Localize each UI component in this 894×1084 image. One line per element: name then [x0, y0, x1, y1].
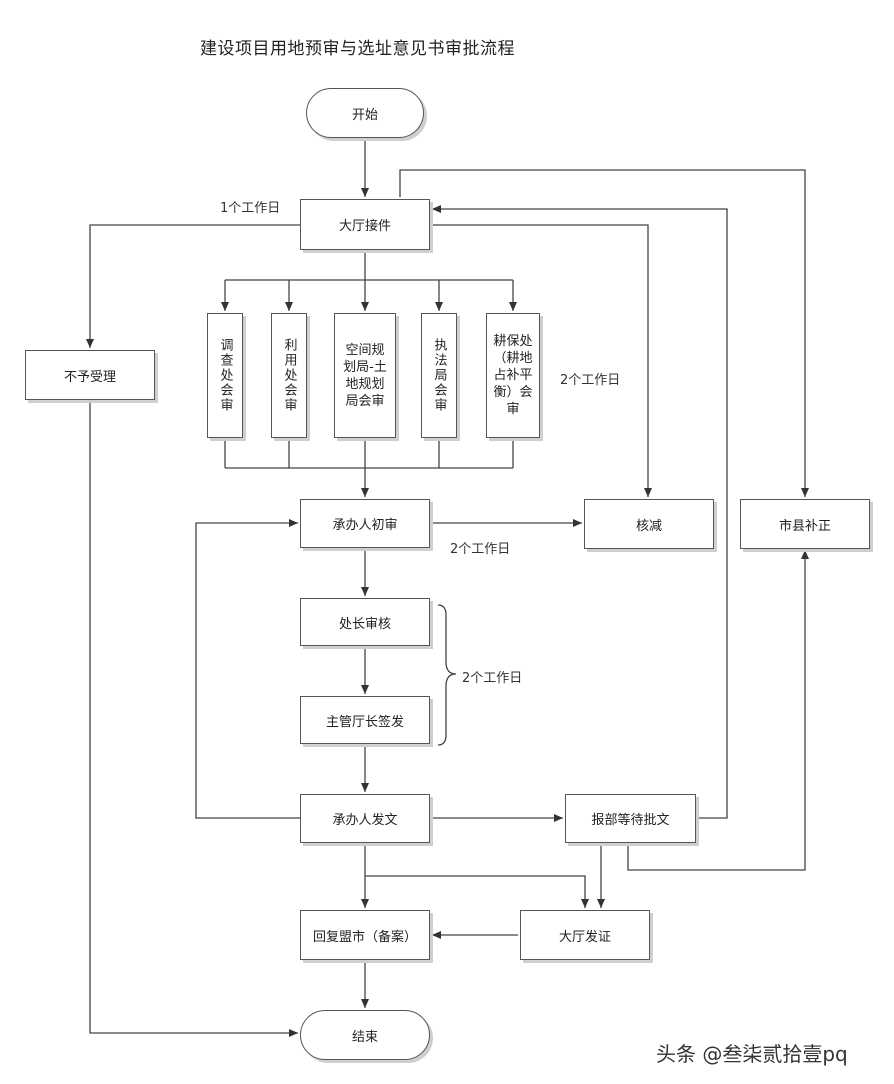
node-chief-sign[interactable]: 主管厅长签发: [300, 696, 430, 744]
page-title: 建设项目用地预审与选址意见书审批流程: [200, 39, 515, 59]
edge-hall-reject: [86, 224, 300, 348]
label-two-days-brace: 2个工作日: [462, 671, 523, 686]
edge-report-hall: [432, 205, 728, 819]
watermark: 头条 @叁柒贰拾壹pq: [656, 1042, 848, 1066]
label-two-days-hall-verify: 2个工作日: [560, 373, 621, 388]
edge-report-county: [627, 550, 809, 871]
node-director-review[interactable]: 处长审核: [300, 598, 430, 646]
label-two-days-initial: 2个工作日: [450, 542, 511, 557]
edge-reject-end: [89, 400, 298, 1037]
node-hall-receive[interactable]: 大厅接件: [300, 199, 430, 250]
node-reply-city[interactable]: 回复盟市（备案）: [300, 910, 430, 960]
node-dept-use[interactable]: 利用处会审: [271, 313, 307, 438]
node-hall-issue[interactable]: 大厅发证: [520, 910, 650, 960]
edge-hall-verify: [430, 224, 652, 497]
brace: [437, 604, 457, 746]
node-dept-spatial[interactable]: 空间规划局-土地规划局会审: [334, 313, 396, 438]
node-end[interactable]: 结束: [300, 1010, 430, 1060]
label-one-day: 1个工作日: [220, 201, 281, 216]
node-initial-review[interactable]: 承办人初审: [300, 499, 430, 548]
node-verify-reduce[interactable]: 核减: [584, 499, 714, 549]
node-dept-survey[interactable]: 调查处会审: [207, 313, 243, 438]
node-report-wait[interactable]: 报部等待批文: [565, 794, 696, 843]
node-reject[interactable]: 不予受理: [25, 350, 155, 400]
node-start[interactable]: 开始: [306, 88, 424, 138]
edge-issue-initial-loop: [195, 519, 300, 819]
node-issue-doc[interactable]: 承办人发文: [300, 794, 430, 843]
node-dept-farmland[interactable]: 耕保处（耕地占补平衡）会审: [486, 313, 540, 438]
edge-hall-county: [399, 169, 809, 497]
node-county-supplement[interactable]: 市县补正: [740, 499, 870, 549]
node-dept-enforce[interactable]: 执法局会审: [421, 313, 457, 438]
